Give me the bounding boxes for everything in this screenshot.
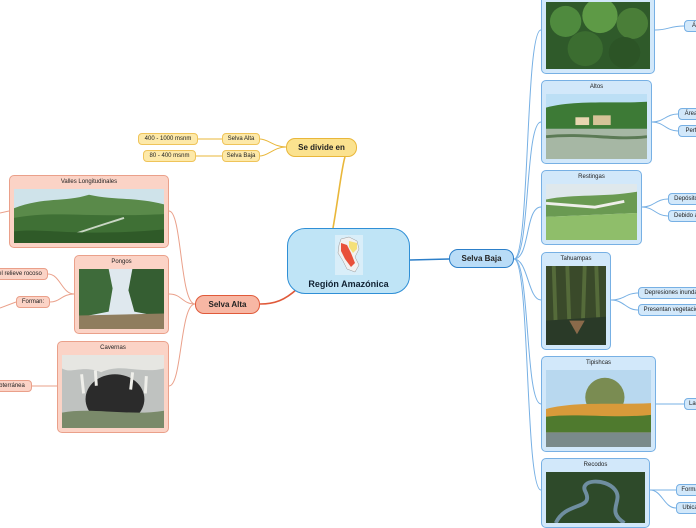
selva-alta-node[interactable]: Selva Alta <box>195 295 260 314</box>
recodos-child-ubica[interactable]: Ubica <box>676 502 696 514</box>
tipishca-image <box>546 370 651 447</box>
pongos-child-forman[interactable]: Forman: <box>16 296 50 308</box>
bosque-child[interactable]: Á <box>684 20 696 32</box>
altos-image <box>546 94 647 159</box>
cavernas-child[interactable]: bterránea <box>0 380 32 392</box>
card-title: Tahuampas <box>560 256 592 262</box>
altos-child-perf[interactable]: Perf <box>678 125 696 137</box>
recodo-image <box>546 472 645 523</box>
forest-image <box>546 2 650 69</box>
tipishcas-child[interactable]: Lag <box>684 398 696 410</box>
central-topic[interactable]: Región Amazónica <box>287 228 410 294</box>
pongos-child-relieve[interactable]: el relieve rocoso <box>0 268 48 280</box>
peru-map-icon <box>335 235 363 275</box>
divide-item-selva-alta[interactable]: Selva Alta <box>222 133 260 145</box>
restingas-child-debido[interactable]: Debido a <box>668 210 696 222</box>
cave-image <box>62 355 164 428</box>
recodos-child-forma[interactable]: Forma <box>676 484 696 496</box>
range-selva-baja[interactable]: 80 - 400 msnm <box>143 150 196 162</box>
pongo-image <box>79 269 164 329</box>
selva-baja-node[interactable]: Selva Baja <box>449 249 514 268</box>
tahuampas-child-vegetacion[interactable]: Presentan vegetació <box>638 304 696 316</box>
card-altos[interactable]: Altos <box>541 80 652 164</box>
card-title: Valles Longitudinales <box>60 179 118 185</box>
se-divide-node[interactable]: Se divide en <box>286 138 357 157</box>
divide-item-selva-baja[interactable]: Selva Baja <box>222 150 260 162</box>
card-restingas[interactable]: Restingas <box>541 170 642 245</box>
central-title: Región Amazónica <box>308 279 389 289</box>
restinga-image <box>546 184 637 240</box>
tahuampas-child-depresiones[interactable]: Depresiones inunda <box>638 287 696 299</box>
range-selva-alta[interactable]: 400 - 1000 msnm <box>138 133 198 145</box>
altos-child-area[interactable]: Área <box>678 108 696 120</box>
card-cavernas[interactable]: Cavernas <box>57 341 169 433</box>
card-title: Recodos <box>583 462 608 468</box>
card-title: Cavernas <box>100 345 126 351</box>
card-tahuampas[interactable]: Tahuampas <box>541 252 611 350</box>
card-valles-longitudinales[interactable]: Valles Longitudinales <box>9 175 169 248</box>
restingas-child-deposito[interactable]: Depósito <box>668 193 696 205</box>
card-recodos[interactable]: Recodos <box>541 458 650 528</box>
tahuampa-image <box>546 266 606 345</box>
card-tipishcas[interactable]: Tipishcas <box>541 356 656 452</box>
card-pongos[interactable]: Pongos <box>74 255 169 334</box>
card-bosque[interactable] <box>541 0 655 74</box>
valley-image <box>14 189 164 243</box>
card-title: Altos <box>589 84 604 90</box>
card-title: Tipishcas <box>585 360 612 366</box>
card-title: Restingas <box>578 174 605 180</box>
card-title: Pongos <box>111 259 132 265</box>
